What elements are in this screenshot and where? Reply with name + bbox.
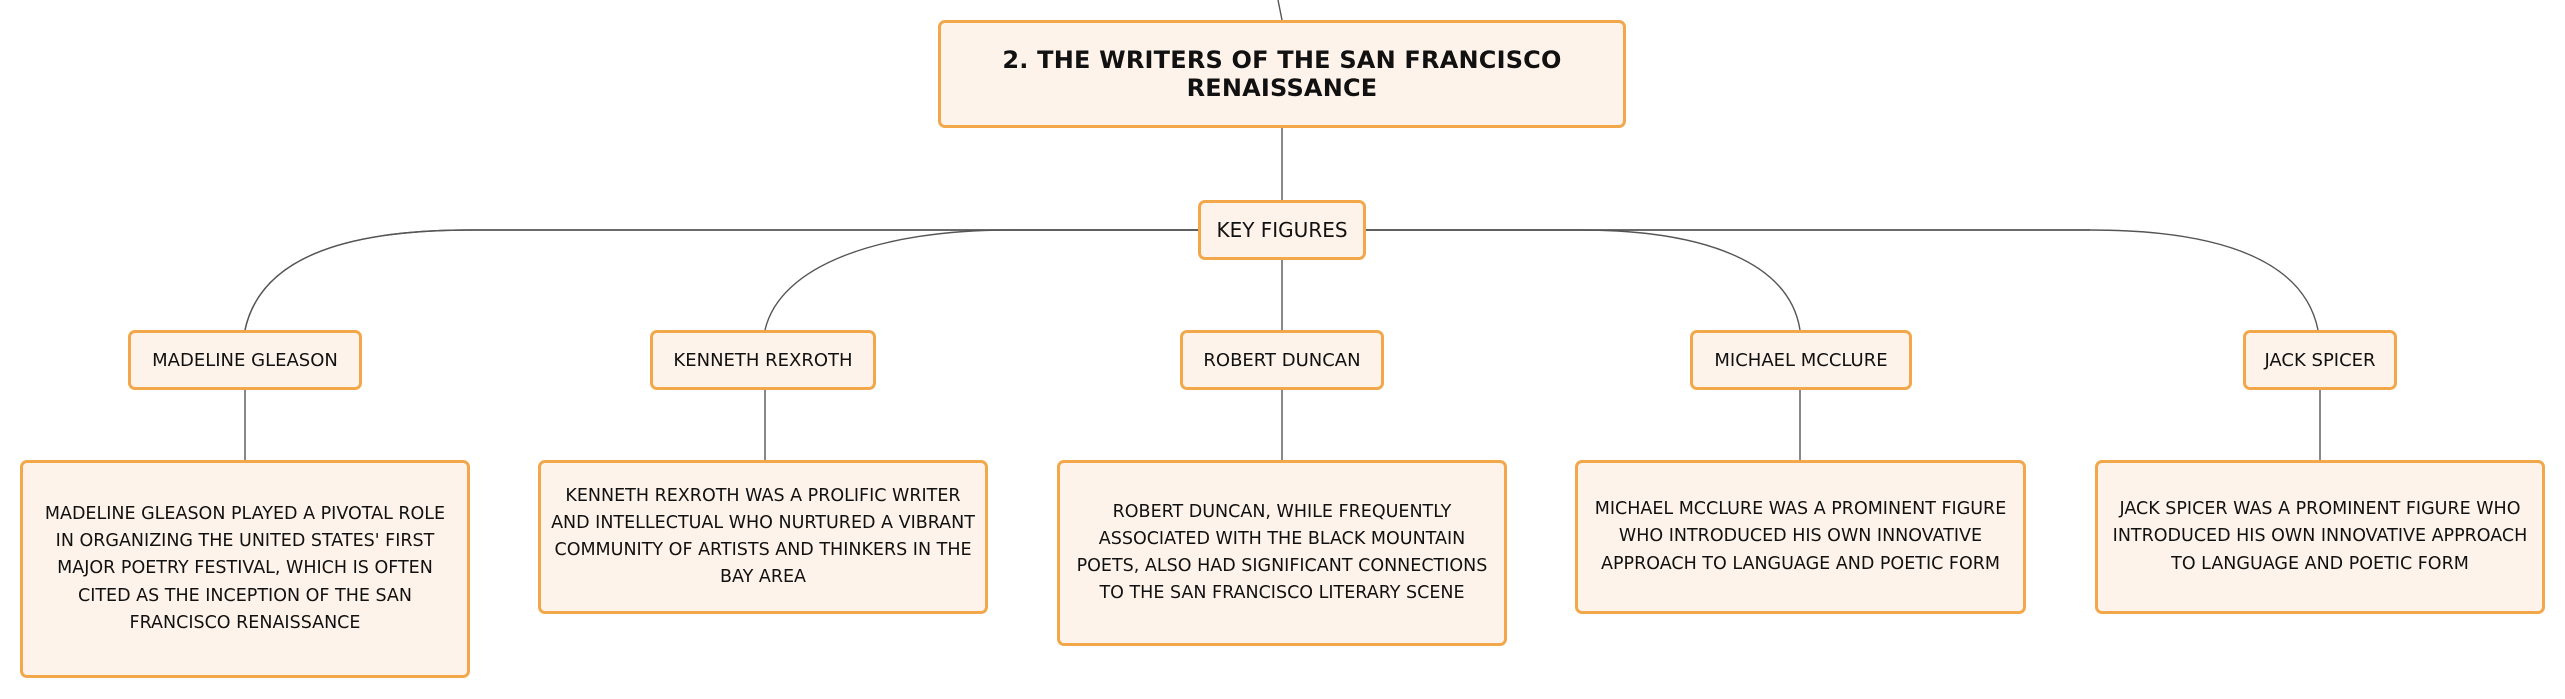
connector-hub-to-kenneth	[764, 229, 1198, 331]
connector-hub-to-madeline	[244, 229, 1198, 331]
figure-michael-mcclure: MICHAEL MCCLURE	[1690, 330, 1912, 390]
figure-jack-spicer: JACK SPICER	[2243, 330, 2397, 390]
connector-hub-to-michael	[1366, 229, 1801, 331]
figure-kenneth-rexroth: KENNETH REXROTH	[650, 330, 876, 390]
description-michael-mcclure: MICHAEL MCCLURE WAS A PROMINENT FIGURE W…	[1575, 460, 2026, 614]
description-robert-duncan: ROBERT DUNCAN, WHILE FREQUENTLY ASSOCIAT…	[1057, 460, 1507, 646]
figure-madeline-gleason: MADELINE GLEASON	[128, 330, 362, 390]
connector-hub-to-jack	[1366, 229, 2319, 331]
figure-robert-duncan: ROBERT DUNCAN	[1180, 330, 1384, 390]
diagram-title: 2. THE WRITERS OF THE SAN FRANCISCO RENA…	[938, 20, 1626, 128]
connector-hub-left	[244, 229, 1000, 331]
description-madeline-gleason: MADELINE GLEASON PLAYED A PIVOTAL ROLE I…	[20, 460, 470, 678]
description-kenneth-rexroth: KENNETH REXROTH WAS A PROLIFIC WRITER AN…	[538, 460, 988, 614]
hub-key-figures: KEY FIGURES	[1198, 200, 1366, 260]
connector-root-to-title	[1277, 0, 1283, 21]
description-jack-spicer: JACK SPICER WAS A PROMINENT FIGURE WHO I…	[2095, 460, 2545, 614]
